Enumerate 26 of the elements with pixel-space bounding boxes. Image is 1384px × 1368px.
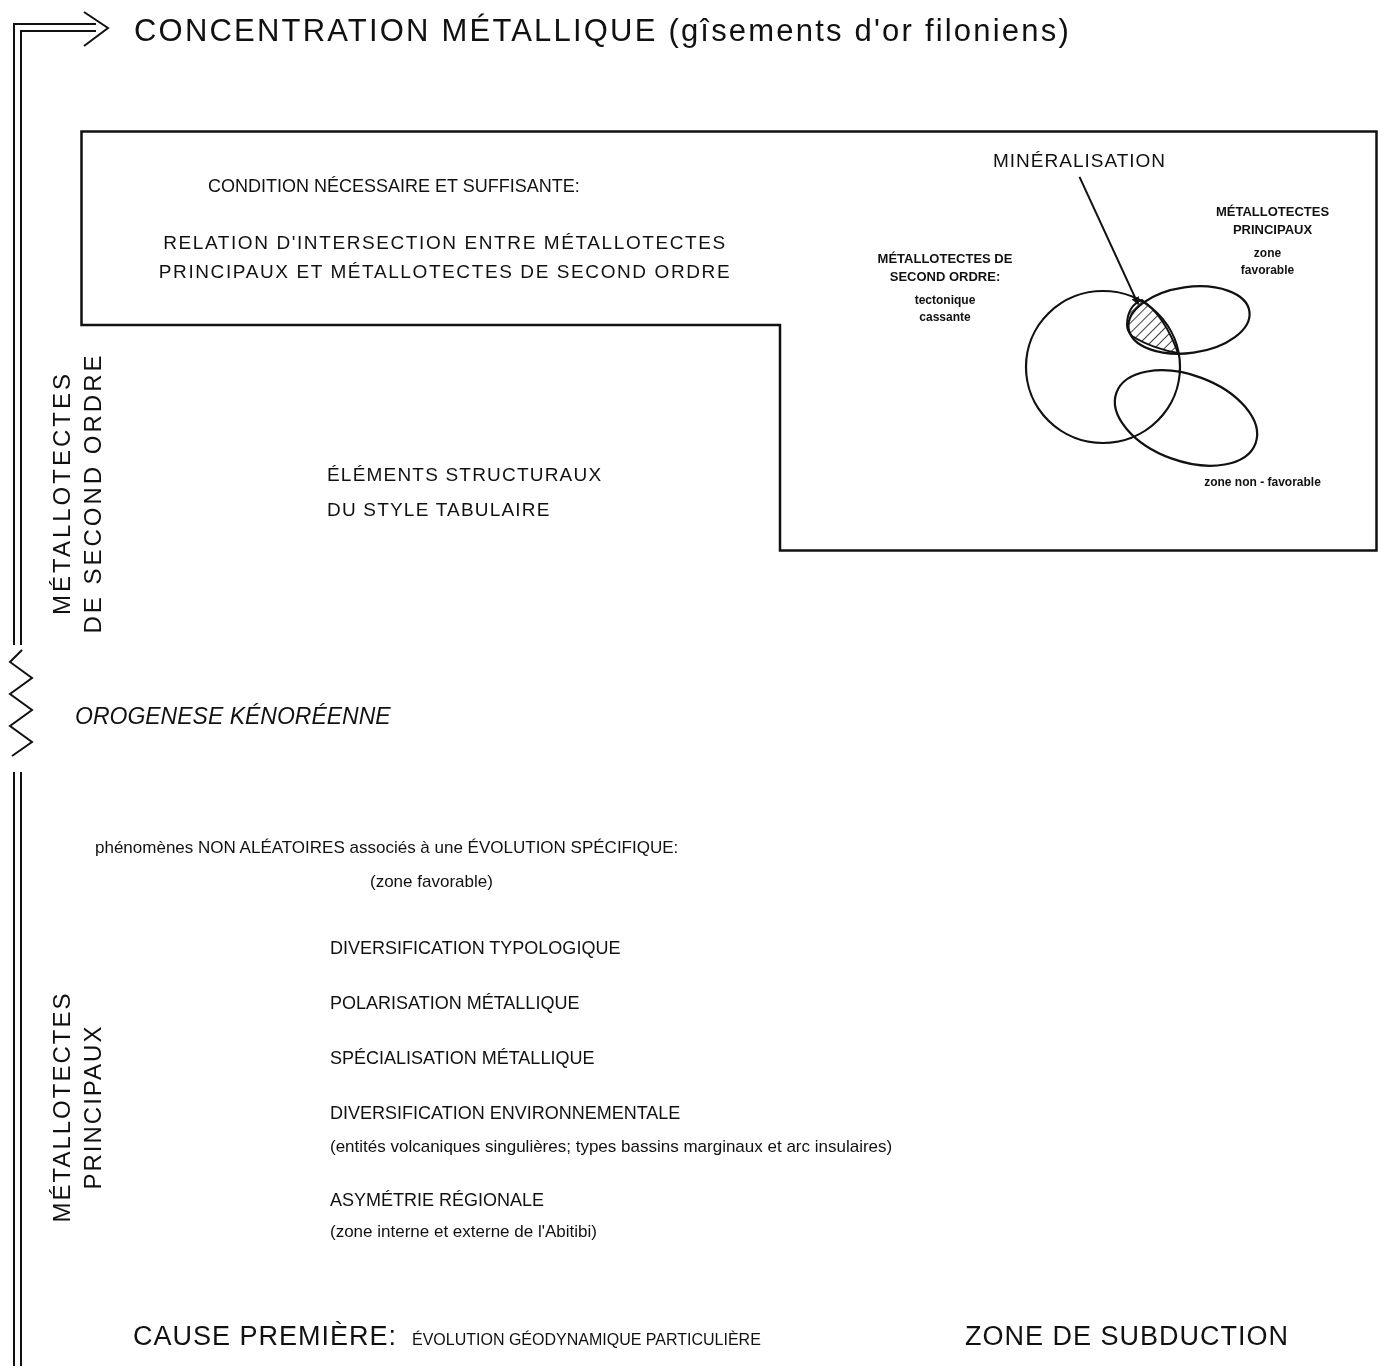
list-item: POLARISATION MÉTALLIQUE — [330, 993, 580, 1015]
axis-label: MÉTALLOTECTES DE SECOND ORDRE — [47, 351, 108, 636]
description-text: (zone favorable) — [370, 872, 493, 893]
note-text: (zone interne et externe de l'Abitibi) — [330, 1222, 597, 1243]
panel-heading: CONDITION NÉCESSAIRE ET SUFFISANTE: — [208, 176, 580, 198]
title: CONCENTRATION MÉTALLIQUE (gîsements d'or filoniens) — [134, 12, 1071, 50]
venn-label: MÉTALLOTECTES PRINCIPAUX — [1214, 203, 1331, 239]
list-item: DIVERSIFICATION TYPOLOGIQUE — [330, 938, 621, 960]
description-text: phénomènes NON ALÉATOIRES associés à une ÉVOLUTION SPÉCIFIQUE: — [95, 838, 679, 859]
list-item: DIVERSIFICATION ENVIRONNEMENTALE — [330, 1103, 681, 1125]
list-item: SPÉCIALISATION MÉTALLIQUE — [330, 1048, 595, 1070]
stage-label: ZONE DE SUBDUCTION — [965, 1320, 1290, 1353]
stage-label: ÉVOLUTION GÉODYNAMIQUE PARTICULIÈRE — [412, 1330, 761, 1350]
venn-label: zone non - favorable — [1203, 474, 1322, 491]
stage-label: ÉLÉMENTS STRUCTURAUX DU STYLE TABULAIRE — [327, 463, 604, 523]
venn-label: zone favorable — [1240, 245, 1295, 279]
callout-label: MINÉRALISATION — [993, 150, 1167, 173]
stage-label: OROGENESE KÉNORÉENNE — [75, 703, 391, 731]
axis-label: MÉTALLOTECTES PRINCIPAUX — [47, 990, 108, 1225]
venn-label: MÉTALLOTECTES DE SECOND ORDRE: — [876, 250, 1014, 286]
stage-label: CAUSE PREMIÈRE: — [133, 1320, 398, 1353]
note-text: (entités volcaniques singulières; types bassins marginaux et arc insulaires) — [330, 1137, 893, 1158]
panel-text: RELATION D'INTERSECTION ENTRE MÉTALLOTECTES PRINCIPAUX ET MÉTALLOTECTES DE SECOND ORDRE — [157, 231, 733, 285]
venn-label: tectonique cassante — [913, 292, 977, 327]
list-item: ASYMÉTRIE RÉGIONALE — [330, 1190, 545, 1212]
hatched-area — [1125, 298, 1181, 356]
